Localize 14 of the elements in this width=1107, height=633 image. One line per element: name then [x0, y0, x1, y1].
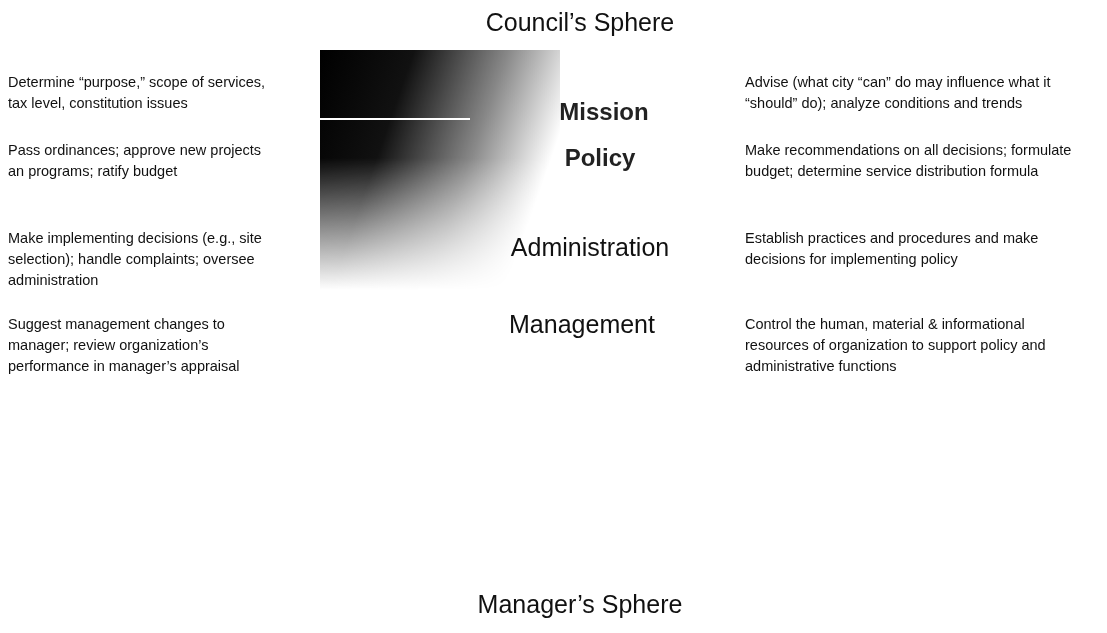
council-role-text: Suggest management changes to manager; review organization’s performance in manager’s appraisal: [8, 315, 241, 377]
council-role-text: Make implementing decisions (e.g., site selection); handle complaints; oversee administration: [8, 229, 263, 291]
level-label: Policy: [564, 144, 636, 172]
level-label: Management: [509, 310, 655, 339]
level-label: Administration: [510, 233, 670, 262]
manager-role-text: Control the human, material & informational resources of organization to support policy and administrative functions: [745, 315, 1047, 377]
caption: Manager’s Sphere: [476, 590, 684, 619]
manager-role-text: Advise (what city “can” do may influence what it “should” do); analyze conditions and trends: [745, 73, 1052, 113]
manager-role-text: Establish practices and procedures and make decisions for implementing policy: [745, 229, 1040, 269]
level-label: Mission: [559, 98, 649, 126]
title: Council’s Sphere: [484, 8, 676, 37]
manager-role-text: Make recommendations on all decisions; formulate budget; determine service distribution formula: [745, 141, 1073, 181]
council-role-text: Determine “purpose,” scope of services, tax level, constitution issues: [8, 73, 267, 113]
council-role-text: Pass ordinances; approve new projects an programs; ratify budget: [8, 141, 263, 181]
